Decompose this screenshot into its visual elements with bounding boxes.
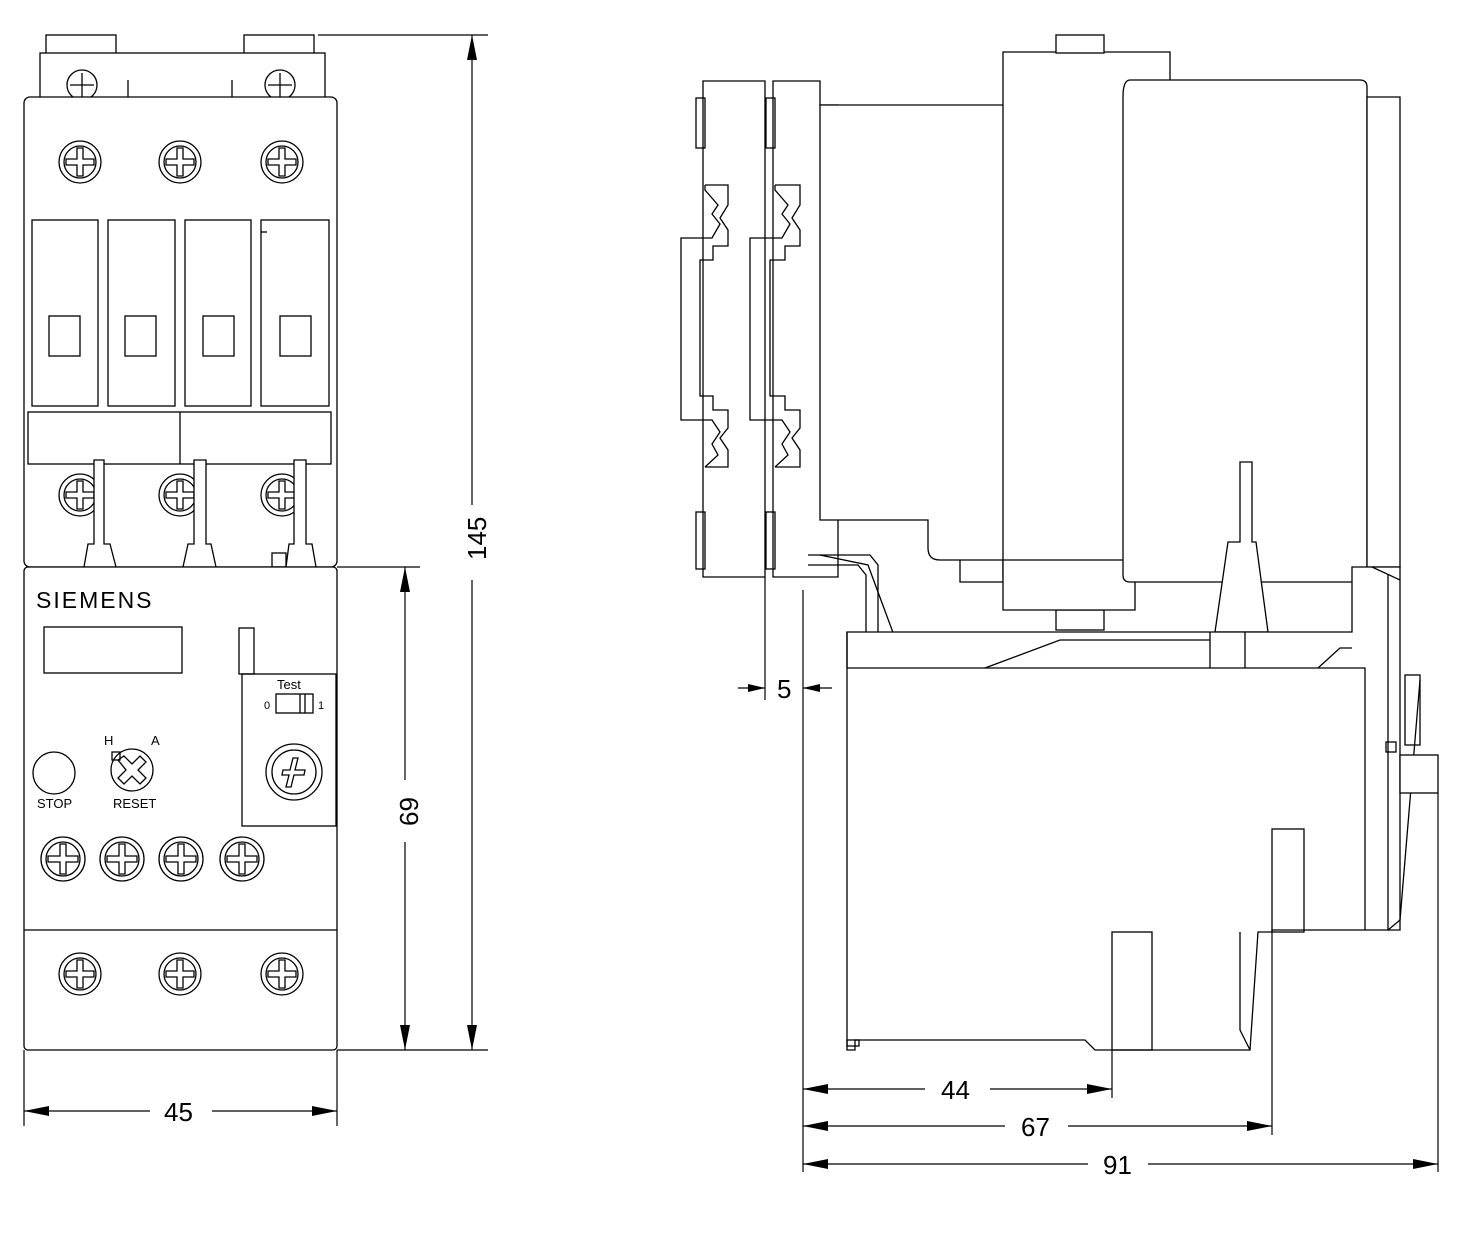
reset-label: RESET bbox=[113, 796, 156, 811]
relay-main-screw-icons bbox=[58, 952, 304, 996]
overload-relay-body bbox=[23, 566, 338, 1051]
depth-44-dimension: 44 bbox=[941, 1075, 970, 1105]
depth-91-dimension: 91 bbox=[1103, 1150, 1132, 1180]
test-label: Test bbox=[277, 677, 301, 692]
side-view bbox=[680, 34, 1439, 1051]
top-terminal-tabs bbox=[39, 34, 326, 99]
overall-height-dimension: 145 bbox=[462, 517, 492, 560]
contactor-pole-windows bbox=[31, 219, 330, 407]
depth-67-dimension: 67 bbox=[1021, 1112, 1050, 1142]
offset-dimension: 5 bbox=[777, 674, 791, 704]
stop-label: STOP bbox=[37, 796, 72, 811]
switch-on-label: 1 bbox=[318, 700, 324, 712]
stop-button[interactable] bbox=[32, 751, 76, 795]
reset-mode-selector-icon[interactable] bbox=[110, 748, 154, 792]
switch-off-label: 0 bbox=[264, 700, 270, 712]
din-rail-profile bbox=[680, 184, 801, 468]
current-setting-dial-icon[interactable] bbox=[265, 743, 323, 801]
relay-height-dimension: 69 bbox=[394, 797, 424, 826]
current-setting-panel bbox=[241, 673, 337, 827]
test-switch[interactable] bbox=[275, 693, 314, 714]
contactor-body bbox=[23, 96, 338, 568]
relay-auxiliary-screw-icons bbox=[40, 836, 265, 882]
mode-auto-label: A bbox=[151, 733, 160, 748]
front-dimensions: 145 69 45 bbox=[23, 34, 492, 1127]
front-view: SIEMENS Test 0 1 H A RESET STOP bbox=[23, 34, 338, 1051]
side-dimensions: 5 44 67 91 bbox=[738, 577, 1439, 1180]
brand-logo-text: SIEMENS bbox=[36, 587, 154, 613]
reset-plunger bbox=[1399, 754, 1439, 794]
display-window bbox=[43, 626, 183, 674]
contactor-top-screw-icons bbox=[58, 140, 304, 184]
width-dimension: 45 bbox=[164, 1097, 193, 1127]
mode-hand-label: H bbox=[104, 733, 113, 748]
overload-relay-side-body bbox=[846, 566, 1401, 1051]
